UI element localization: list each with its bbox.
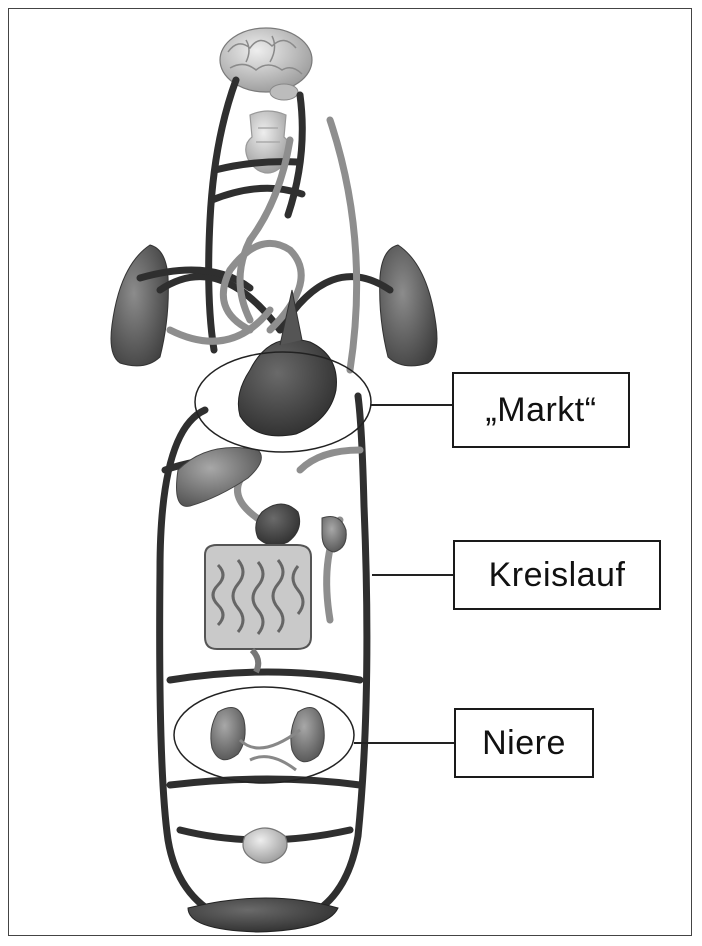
liver-icon [177, 448, 262, 507]
niere-highlight-ellipse [174, 687, 354, 783]
heart-icon [238, 290, 336, 436]
intestines-icon [205, 545, 311, 672]
markt-label: „Markt“ [452, 372, 630, 448]
kreislauf-label: Kreislauf [453, 540, 661, 610]
niere-label: Niere [454, 708, 594, 778]
ureters [240, 730, 300, 770]
lower-body-icon [188, 898, 338, 932]
right-lung-icon [380, 245, 437, 366]
stomach-icon [256, 504, 300, 545]
bladder-icon [243, 828, 287, 863]
left-kidney-icon [211, 708, 245, 760]
left-lung-icon [111, 245, 168, 366]
